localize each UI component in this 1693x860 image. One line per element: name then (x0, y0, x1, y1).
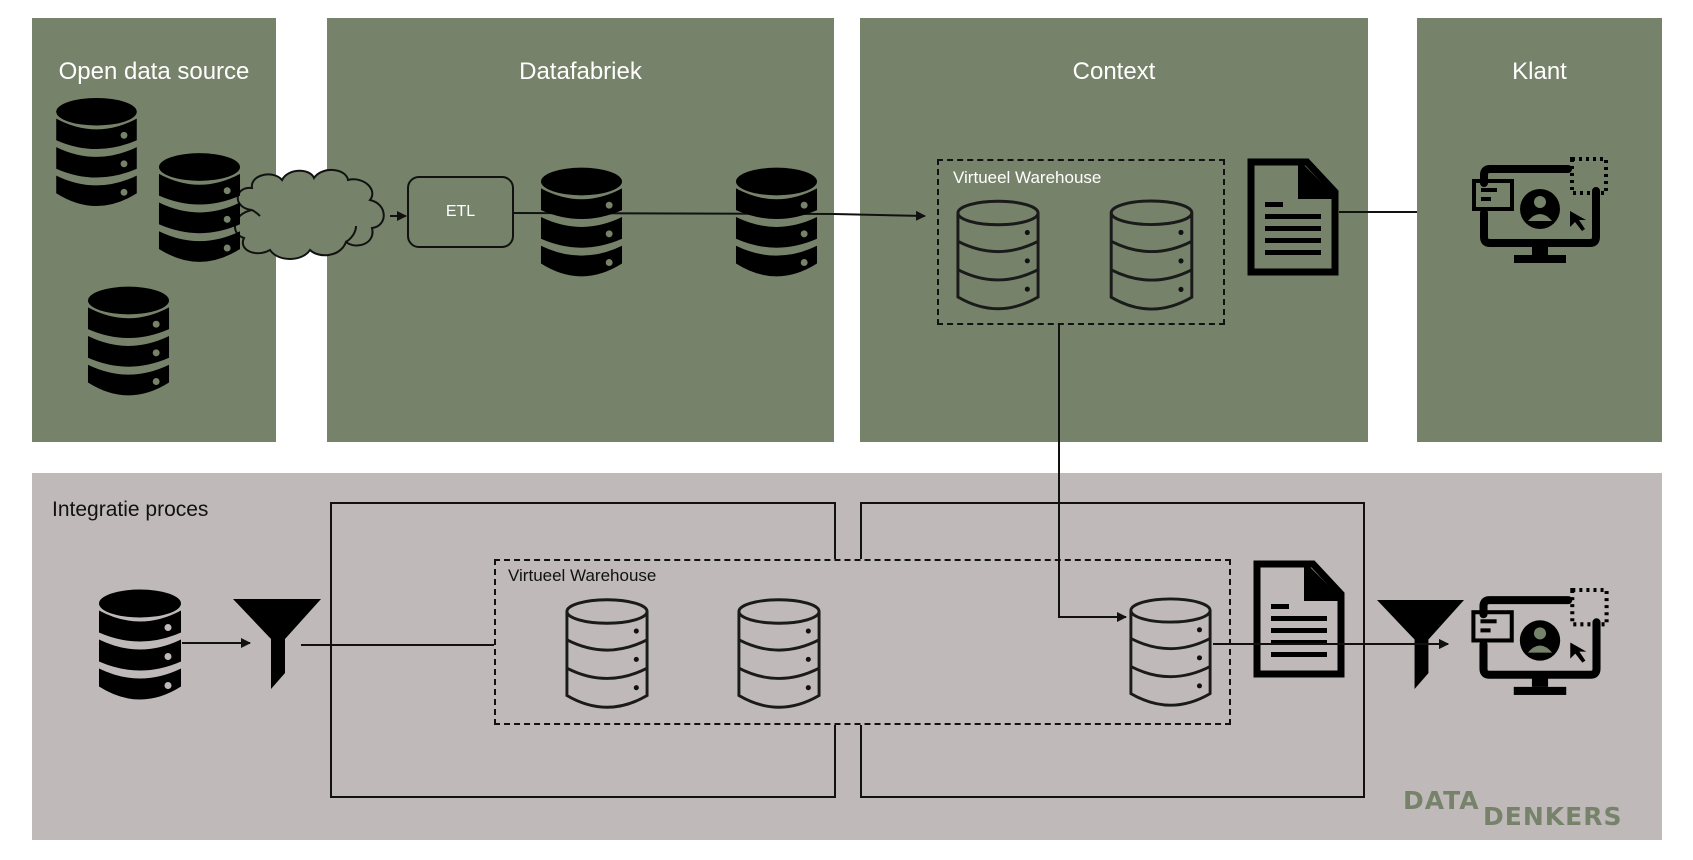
virtual-warehouse-top-label: Virtueel Warehouse (953, 168, 1102, 187)
panel-klant: Klant (1417, 18, 1662, 442)
virtual-warehouse-bottom: Virtueel Warehouse (494, 559, 1231, 725)
etl-label: ETL (445, 203, 476, 220)
panel-title-integratie-proces: Integratie proces (52, 498, 209, 521)
box-edge (860, 502, 862, 559)
panel-title-klant: Klant (1512, 58, 1567, 85)
logo-part-data: DATA (1403, 786, 1480, 815)
virtual-warehouse-top: Virtueel Warehouse (937, 159, 1225, 325)
logo-part-denkers: DENKERS (1483, 802, 1623, 831)
panel-title-context: Context (1072, 58, 1156, 85)
box-edge (834, 502, 836, 559)
box-edge (860, 725, 862, 798)
panel-title-datafabriek: Datafabriek (519, 58, 642, 85)
etl-box: ETL (407, 176, 514, 248)
virtual-warehouse-bottom-label: Virtueel Warehouse (508, 566, 657, 585)
box-edge (834, 725, 836, 798)
panel-title-open-data-source: Open data source (58, 58, 250, 85)
arrow-etl-to-warehouse (513, 210, 926, 221)
cloud-icon (234, 169, 385, 260)
